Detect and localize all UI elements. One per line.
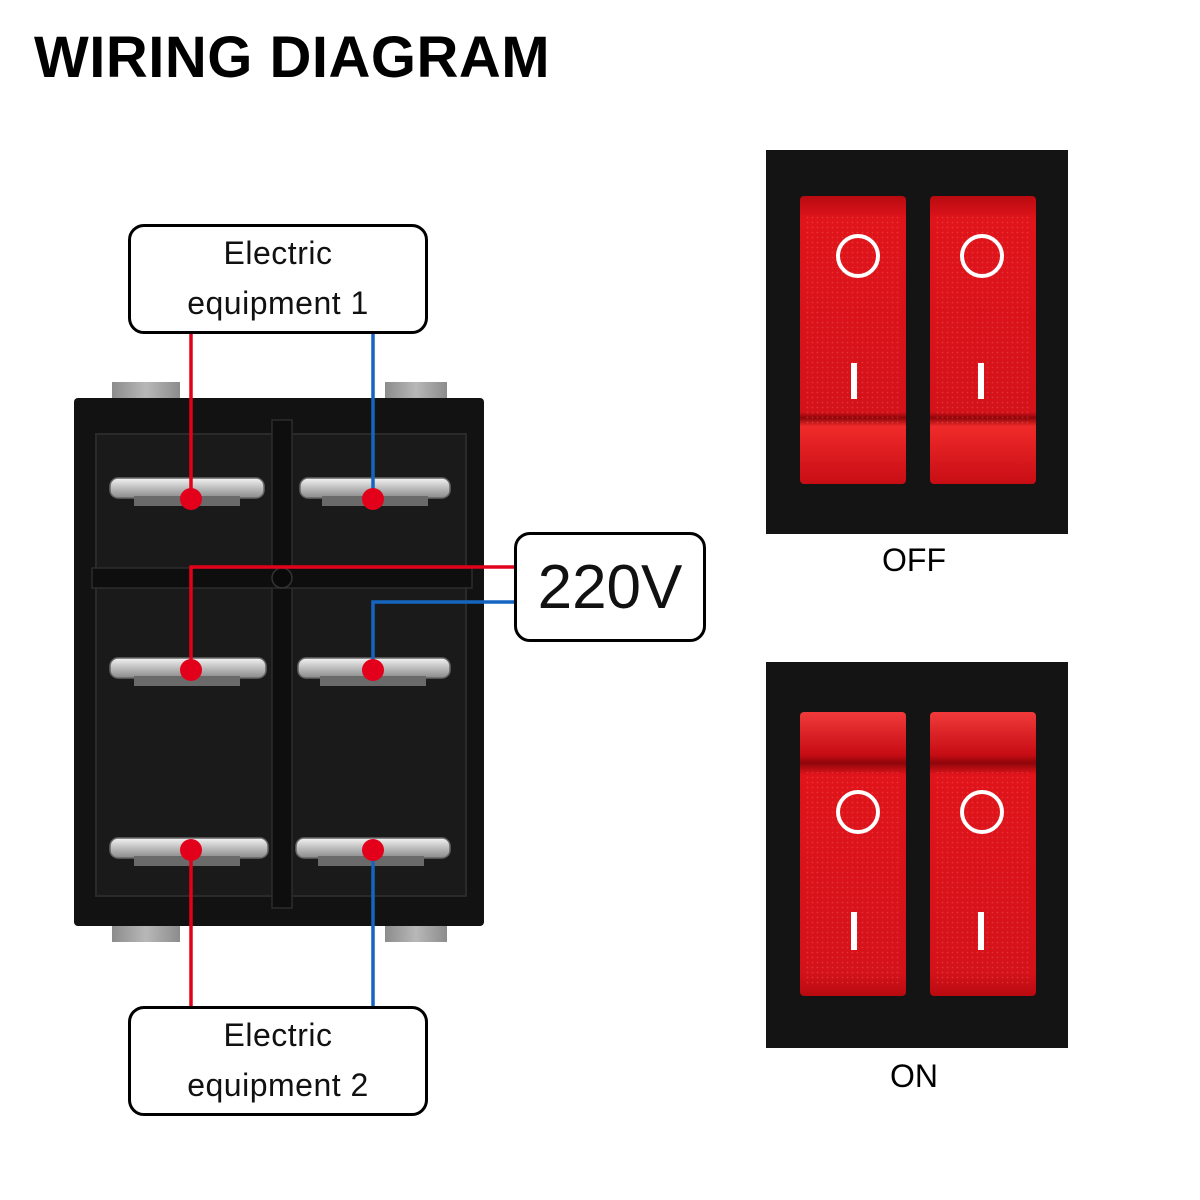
page-title: WIRING DIAGRAM bbox=[34, 25, 551, 90]
switch-rear-view bbox=[74, 382, 484, 942]
off-symbol-icon bbox=[960, 234, 1004, 278]
voltage-value: 220V bbox=[537, 552, 683, 622]
rib-junction bbox=[271, 567, 293, 589]
wires bbox=[189, 330, 514, 1006]
connection-dot bbox=[362, 488, 384, 510]
on-state-label: ON bbox=[890, 1058, 938, 1094]
on-symbol-icon bbox=[978, 363, 984, 399]
switch-front-on bbox=[766, 662, 1068, 1048]
off-symbol-icon bbox=[960, 790, 1004, 834]
switch-front-off bbox=[766, 150, 1068, 534]
off-symbol-icon bbox=[836, 790, 880, 834]
equipment-2-line1: Electric bbox=[223, 1017, 333, 1054]
connection-points bbox=[180, 488, 384, 861]
equipment-1-label: Electric equipment 1 bbox=[128, 224, 428, 334]
voltage-label: 220V bbox=[514, 532, 706, 642]
equipment-2-line2: equipment 2 bbox=[187, 1067, 369, 1103]
off-symbol-icon bbox=[836, 234, 880, 278]
equipment-1-line1: Electric bbox=[223, 235, 333, 272]
connection-dot bbox=[362, 839, 384, 861]
neutral-wire-220v bbox=[371, 600, 514, 670]
equipment-1-line2: equipment 1 bbox=[187, 285, 369, 321]
equipment-2-label: Electric equipment 2 bbox=[128, 1006, 428, 1116]
connection-dot bbox=[362, 659, 384, 681]
off-state-label: OFF bbox=[882, 542, 946, 578]
on-symbol-icon bbox=[978, 912, 984, 950]
connection-dot bbox=[180, 488, 202, 510]
connection-dot bbox=[180, 659, 202, 681]
on-symbol-icon bbox=[851, 912, 857, 950]
connection-dot bbox=[180, 839, 202, 861]
center-rib bbox=[271, 419, 293, 909]
live-wire-220v bbox=[189, 565, 514, 670]
on-symbol-icon bbox=[851, 363, 857, 399]
